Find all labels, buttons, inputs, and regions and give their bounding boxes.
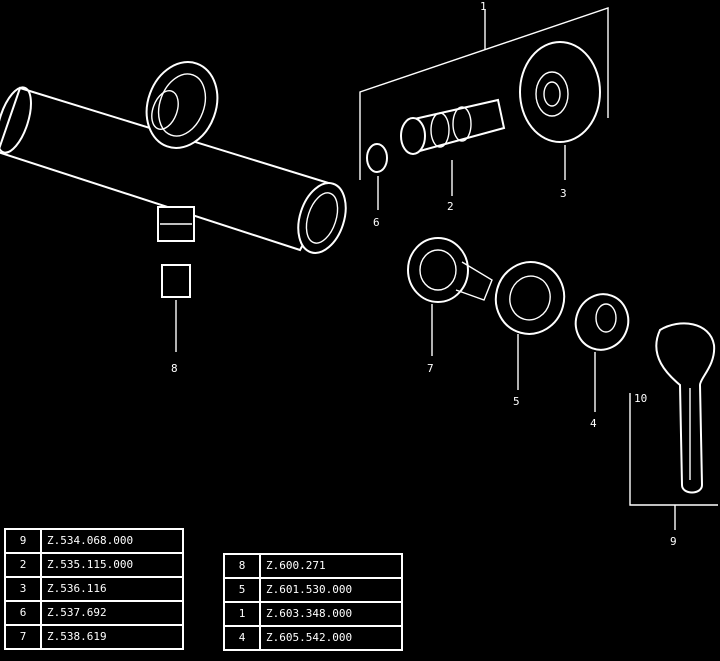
part-key: 5 — [223, 577, 261, 603]
part-key: 8 — [223, 553, 261, 579]
aerator-part — [157, 206, 195, 352]
o-ring-part — [366, 143, 388, 210]
part-number: Z.605.542.000 — [259, 625, 403, 651]
callout-label: 7 — [427, 362, 434, 375]
part-number: Z.601.530.000 — [259, 577, 403, 603]
callout-label: 6 — [373, 216, 380, 229]
escutcheon-part — [494, 261, 566, 390]
part-number: Z.600.271 — [259, 553, 403, 579]
part-number: Z.537.692 — [40, 600, 184, 626]
lever-handle-part — [629, 322, 718, 530]
part-key: 3 — [4, 576, 42, 602]
callout-label: 9 — [670, 535, 677, 548]
callout-label: 10 — [634, 392, 647, 405]
valve-body-part — [407, 237, 493, 356]
callout-label: 8 — [171, 362, 178, 375]
part-key: 6 — [4, 600, 42, 626]
part-number: Z.535.115.000 — [40, 552, 184, 578]
callout-label: 1 — [480, 0, 487, 13]
part-number: Z.536.116 — [40, 576, 184, 602]
part-key: 4 — [223, 625, 261, 651]
callout-label: 2 — [447, 200, 454, 213]
handle-adapter-part — [574, 293, 630, 412]
callout-label: 5 — [513, 395, 520, 408]
wall-plate-part — [519, 41, 601, 180]
part-key: 7 — [4, 624, 42, 650]
cartridge-part — [400, 98, 506, 196]
callout-label: 4 — [590, 417, 597, 430]
part-number: Z.538.619 — [40, 624, 184, 650]
spout-body — [0, 86, 347, 254]
callout-label: 3 — [560, 187, 567, 200]
part-key: 9 — [4, 528, 42, 554]
part-number: Z.534.068.000 — [40, 528, 184, 554]
part-key: 1 — [223, 601, 261, 627]
spout-flange — [145, 61, 219, 149]
part-number: Z.603.348.000 — [259, 601, 403, 627]
part-key: 2 — [4, 552, 42, 578]
bracket-group-1 — [359, 7, 609, 180]
